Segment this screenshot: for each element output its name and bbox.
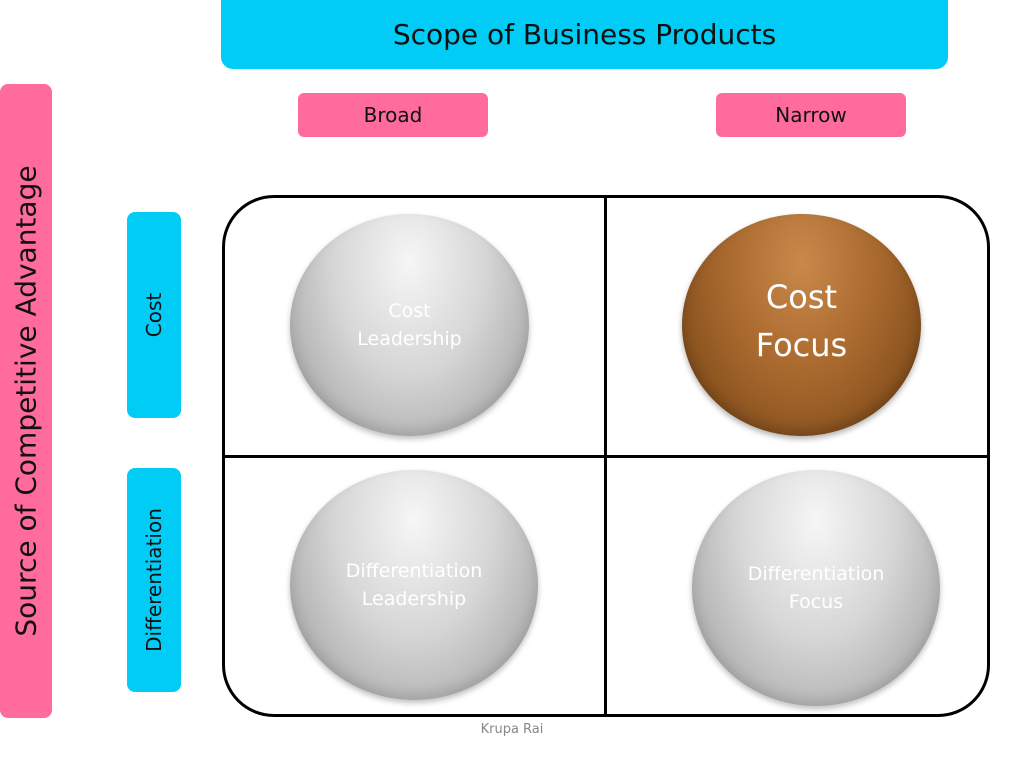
column-header-broad: Broad [298, 93, 488, 137]
cell-cost-focus: Cost Focus [682, 214, 921, 436]
row-label-differentiation: Differentiation [142, 508, 166, 652]
cell-label-differentiation-focus: Differentiation Focus [747, 562, 885, 614]
cell-label-differentiation-leadership: Differentiation Leadership [345, 559, 483, 611]
row-header-cost: Cost [127, 212, 181, 418]
cell-label-cost-leadership: Cost Leadership [357, 299, 462, 351]
row-label-cost: Cost [142, 292, 166, 338]
row-header-differentiation: Differentiation [127, 468, 181, 692]
side-axis-label: Source of Competitive Advantage [9, 165, 43, 637]
cell-differentiation-focus: Differentiation Focus [692, 470, 940, 706]
cell-label-cost-focus: Cost Focus [755, 278, 848, 364]
scope-title-box: Scope of Business Products [221, 0, 948, 69]
scope-title: Scope of Business Products [392, 18, 777, 51]
column-label-broad: Broad [363, 103, 423, 127]
column-header-narrow: Narrow [716, 93, 906, 137]
column-label-narrow: Narrow [775, 103, 847, 127]
side-axis-box: Source of Competitive Advantage [0, 84, 52, 718]
cell-differentiation-leadership: Differentiation Leadership [290, 470, 538, 700]
footer-author: Krupa Rai [480, 722, 544, 737]
cell-cost-leadership: Cost Leadership [290, 214, 529, 436]
matrix-horizontal-divider [223, 455, 989, 458]
